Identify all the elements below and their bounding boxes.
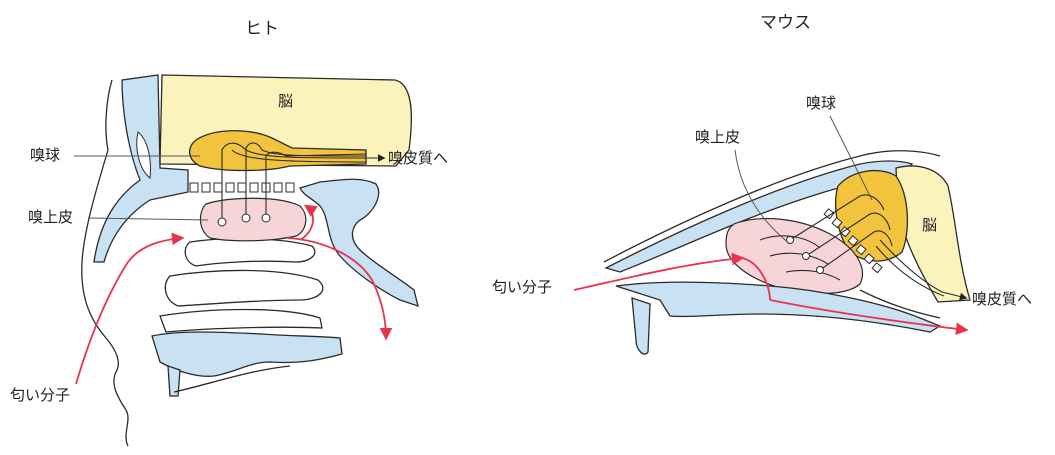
mouse-cortex-label: 嗅皮質へ	[972, 290, 1032, 308]
human-olfactory-epithelium	[200, 198, 305, 241]
human-turbinate-upper	[185, 239, 315, 266]
human-brain-label: 脳	[278, 92, 293, 110]
mouse-brain-label: 脳	[922, 216, 937, 234]
mouse-molecule-label: 匂い分子	[492, 278, 552, 296]
mouse-incisor	[632, 298, 650, 354]
human-panel: ヒト 脳	[10, 19, 448, 446]
human-title: ヒト	[245, 19, 279, 39]
human-molecule-label: 匂い分子	[10, 386, 70, 404]
mouse-panel: マウス 脳	[492, 13, 1032, 354]
human-turbinate-middle	[165, 270, 323, 306]
mouse-title: マウス	[760, 13, 811, 33]
human-turbinate-lower	[160, 310, 322, 333]
mouse-bulb-label: 嗅球	[806, 94, 836, 112]
human-bulb-label: 嗅球	[30, 146, 60, 164]
human-cribriform-plate	[190, 183, 294, 192]
human-epithelium-label: 嗅上皮	[28, 208, 73, 226]
mouse-palate	[616, 282, 940, 332]
human-cortex-label: 嗅皮質へ	[388, 149, 448, 167]
human-face-profile	[82, 80, 128, 446]
mouse-epithelium-label: 嗅上皮	[695, 128, 740, 146]
